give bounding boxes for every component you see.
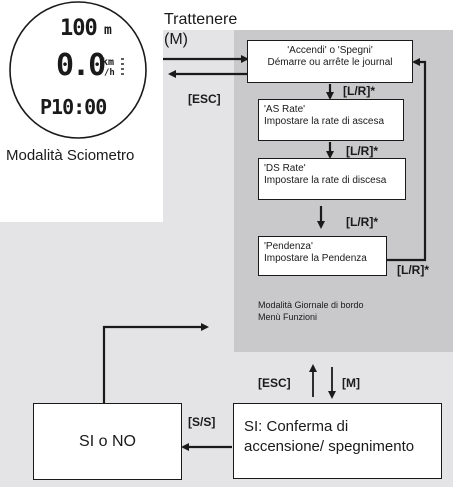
top-strip-background (163, 0, 453, 30)
ss-label: [S/S] (188, 415, 216, 429)
watch-altitude-unit: m (104, 23, 112, 38)
menu-box-as-rate-title: 'AS Rate' (264, 104, 306, 115)
menu-box-on-off-desc: Démarre ou arrête le journal (267, 57, 393, 68)
hold-label: Trattenere (164, 11, 238, 28)
confirm-box[interactable]: SI: Conferma di accensione/ spegnimento (233, 403, 442, 479)
return-to-logbook-arrow (102, 323, 209, 403)
yes-no-label: SI o NO (79, 432, 136, 450)
menu-box-pendenza-desc: Impostare la Pendenza (264, 253, 367, 264)
yes-no-box[interactable]: SI o NO (33, 403, 182, 480)
menu-box-on-off[interactable]: 'Accendi' o 'Spegni' Démarre ou arrête l… (247, 40, 413, 83)
confirm-line1: SI: Conferma di (244, 418, 349, 435)
step-label-2: [L/R]* (346, 144, 378, 158)
m-label: [M] (342, 376, 360, 390)
watch-speed-unit-top: km (102, 57, 115, 68)
hold-key-label: (M) (164, 31, 188, 48)
menu-box-on-off-title: 'Accendi' o 'Spegni' (287, 45, 373, 56)
watch-speed-value: 0.0 (56, 48, 106, 83)
watch-speed-unit-bottom: /h (104, 68, 115, 78)
watch-altitude-value: 100 (60, 16, 98, 41)
panel-title-line2: Menù Funzioni (258, 312, 318, 322)
watch-time-value: P10:00 (40, 95, 107, 119)
esc-label-top: [ESC] (188, 92, 221, 106)
menu-box-pendenza[interactable]: 'Pendenza' Impostare la Pendenza (258, 236, 387, 276)
step-label-1: [L/R]* (343, 84, 375, 98)
panel-title-line1: Modalità Giornale di bordo (258, 300, 364, 310)
esc-label-bottom: [ESC] (258, 376, 291, 390)
menu-box-as-rate-desc: Impostare la rate di ascesa (264, 116, 385, 127)
loop-back-arrow (387, 58, 427, 262)
menu-box-pendenza-title: 'Pendenza' (264, 241, 313, 252)
menu-box-ds-rate-desc: Impostare la rate di discesa (264, 175, 387, 186)
loop-label: [L/R]* (397, 263, 429, 277)
menu-box-ds-rate-title: 'DS Rate' (264, 163, 306, 174)
step-label-3: [L/R]* (346, 215, 378, 229)
watch-face-outline (9, 1, 147, 139)
watch-side-ticks (121, 58, 124, 75)
menu-box-as-rate[interactable]: 'AS Rate' Impostare la rate di ascesa (258, 99, 404, 141)
watch-mode-caption: Modalità Sciometro (6, 147, 135, 164)
confirm-line2: accensione/ spegnimento (244, 438, 415, 455)
menu-box-ds-rate[interactable]: 'DS Rate' Impostare la rate di discesa (258, 158, 406, 200)
